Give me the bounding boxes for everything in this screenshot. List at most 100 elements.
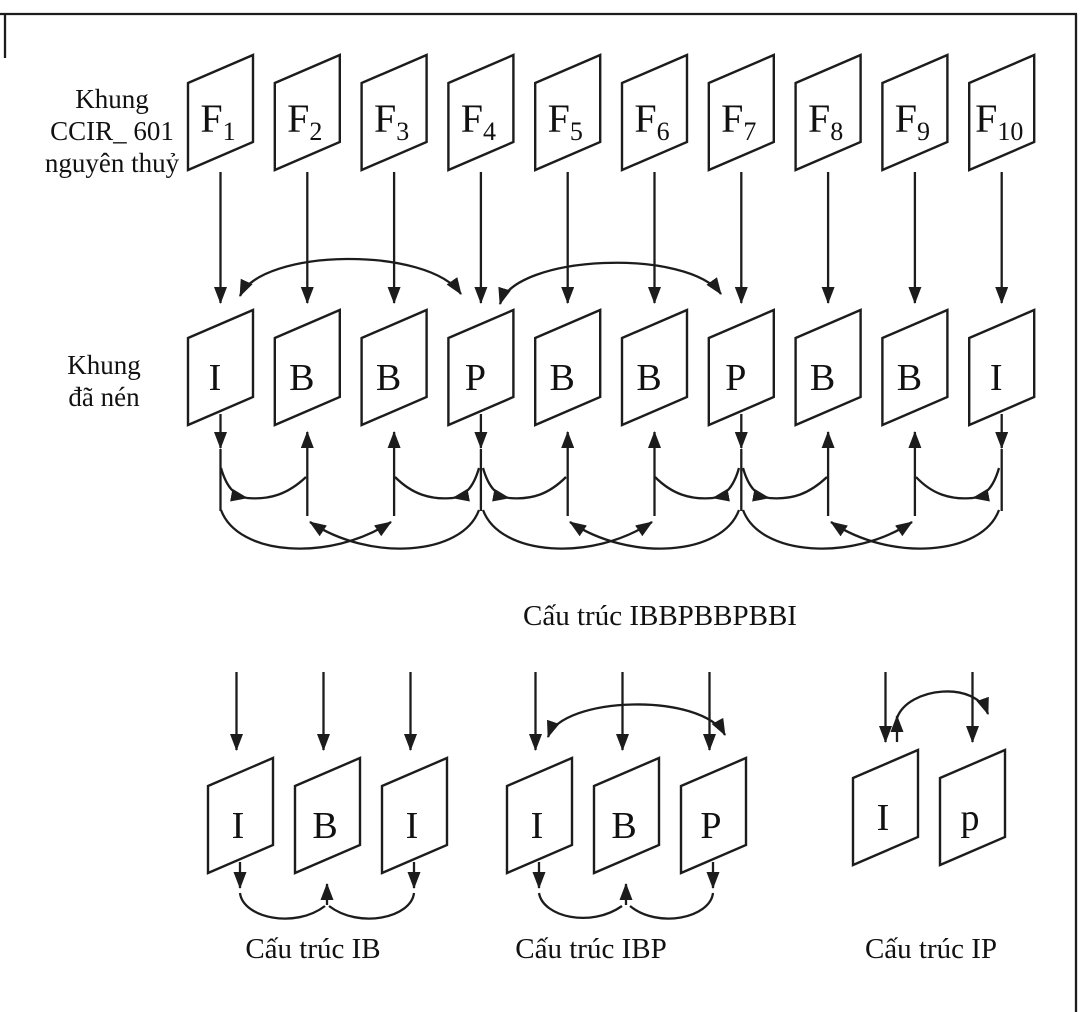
compressed-frame-5-B: B xyxy=(534,308,602,427)
frame-shape xyxy=(206,756,275,875)
compressed-frame-stubs xyxy=(214,414,1009,516)
arc-p4-b5-a xyxy=(481,467,510,502)
top-prediction-arcs xyxy=(238,257,722,305)
frame-label: I xyxy=(531,805,544,847)
frame-shape xyxy=(534,308,602,427)
arc-i1-b2-a xyxy=(219,467,248,502)
original-frame-F9: F9 xyxy=(881,53,949,172)
compressed-row-label: Khung đã nén xyxy=(67,350,141,412)
original-frame-F8: F8 xyxy=(794,53,862,172)
arc-p4-b5-b xyxy=(508,476,567,500)
frame-shape xyxy=(360,308,428,427)
frame-shape xyxy=(938,748,1007,867)
frame-label: p xyxy=(961,797,980,839)
frame-shape xyxy=(505,756,574,875)
arc-p4-b3-b xyxy=(394,476,454,500)
original-frame-F2: F2 xyxy=(273,53,341,172)
frame-label: I xyxy=(232,805,245,847)
frame-label: F3 xyxy=(374,96,409,146)
frame-shape xyxy=(851,748,920,867)
frame-label: P xyxy=(700,805,721,847)
arc-i10-b9-a xyxy=(972,467,1001,502)
ibp-frame-2-B: B xyxy=(592,756,661,875)
frame-shape xyxy=(707,308,775,427)
compressed-frame-6-B: B xyxy=(620,308,689,427)
arc-p7-b6-a xyxy=(712,467,741,502)
original-frame-F4: F4 xyxy=(447,53,515,172)
frame-shape xyxy=(273,308,341,427)
ib-structure-caption: Cấu trúc IB xyxy=(245,933,380,965)
compressed-frame-4-P: P xyxy=(447,308,515,427)
ib-arc-right xyxy=(328,892,416,920)
arc-p7-b6-b xyxy=(654,476,714,500)
arc-i1-b2-b xyxy=(246,476,307,500)
original-row-label-line2: CCIR_ 601 xyxy=(50,116,174,146)
original-frame-F1: F1 xyxy=(186,53,255,172)
compressed-frame-9-B: B xyxy=(881,308,949,427)
frame-shape xyxy=(380,756,449,875)
arc-p4-b6 xyxy=(481,509,653,550)
ip-structure-caption: Cấu trúc IP xyxy=(865,933,997,965)
arc-i1-p4 xyxy=(238,257,462,297)
frame-shape xyxy=(620,308,689,427)
ib-frame-1-I: I xyxy=(206,756,275,875)
frame-shape xyxy=(679,756,748,875)
frame-label: B xyxy=(897,357,922,399)
compressed-frame-10-I: I xyxy=(968,308,1036,427)
frame-shape xyxy=(273,53,341,172)
figure-border xyxy=(0,12,1078,1012)
arc-p7-b8-b xyxy=(768,476,828,500)
ibp-frame-1-I: I xyxy=(505,756,574,875)
arc-p4-b3-a xyxy=(452,467,481,502)
main-caption: Cấu trúc IBBPBBPBBI xyxy=(523,600,797,632)
frame-label: I xyxy=(209,357,222,399)
original-row-label: Khung CCIR_ 601 nguyên thuỷ xyxy=(45,84,180,178)
frame-label: P xyxy=(465,357,486,399)
arc-i10-b9-b xyxy=(915,476,974,500)
frame-label: I xyxy=(877,797,890,839)
compressed-row-label-line1: Khung xyxy=(67,350,141,380)
frame-shape xyxy=(447,308,515,427)
frame-label: F2 xyxy=(287,96,322,146)
arc-p7-b5 xyxy=(569,509,741,550)
frame-shape xyxy=(447,53,515,172)
frame-shape xyxy=(592,756,661,875)
frame-label: B xyxy=(611,805,636,847)
original-frame-F5: F5 xyxy=(534,53,602,172)
ib-frame-3-I: I xyxy=(380,756,449,875)
original-frame-F6: F6 xyxy=(620,53,689,172)
arc-i10-b8 xyxy=(830,509,1001,550)
frame-shape xyxy=(794,53,862,172)
frame-shape xyxy=(794,308,862,427)
frame-shape xyxy=(881,53,949,172)
ibp-structure-caption: Cấu trúc IBP xyxy=(515,933,666,965)
ib-structure-connectors xyxy=(233,862,421,920)
frame-shape xyxy=(620,53,689,172)
ibp-arc-right xyxy=(629,892,715,920)
original-row-label-line3: nguyên thuỷ xyxy=(45,148,180,178)
ibp-arc-left xyxy=(537,892,623,920)
frame-shape xyxy=(360,53,428,172)
original-frame-F7: F7 xyxy=(707,53,775,172)
ib-frame-2-B: B xyxy=(293,756,362,875)
frame-shape xyxy=(186,308,255,427)
arc-p4-p7 xyxy=(498,261,722,305)
frame-label: B xyxy=(810,357,835,399)
frame-compress-arrows xyxy=(214,172,1009,304)
frame-label: B xyxy=(376,357,401,399)
arc-i1-b3 xyxy=(219,509,392,550)
arc-p7-b8-a xyxy=(741,467,770,502)
frame-shape xyxy=(707,53,775,172)
original-row-label-line1: Khung xyxy=(75,84,149,114)
arc-p7-b9 xyxy=(741,509,913,550)
compressed-row-label-line2: đã nén xyxy=(68,382,140,412)
frame-shape xyxy=(968,53,1036,172)
original-frame-F3: F3 xyxy=(360,53,428,172)
